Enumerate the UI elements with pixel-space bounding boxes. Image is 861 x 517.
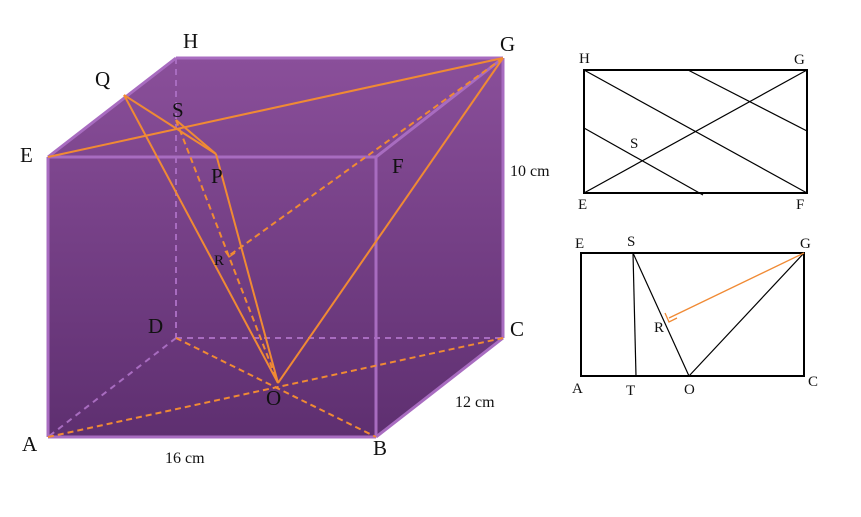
point-label-O: O [266,386,281,410]
edge-FG [375,56,504,159]
diag-EG [583,69,808,194]
section-label-R: R [654,320,664,336]
line-EG [47,57,504,158]
point-label-R: R [214,253,224,269]
section-label-E: E [575,236,584,252]
line-GR [229,57,504,256]
top-face-rect [583,69,808,194]
prism-body [48,58,503,437]
line-QO [123,94,279,384]
point-label-Q: Q [95,67,110,91]
vertex-label-F: F [392,154,404,178]
edge-AD [47,337,177,438]
line-SP [175,119,217,155]
line-DB [175,337,377,438]
section-rect [580,252,805,377]
prism-hidden-edges [47,58,503,438]
vertex-label-E: E [20,143,33,167]
line-left-bottom [583,127,704,196]
vertex-label-A: A [22,432,38,456]
line-QP [123,94,217,155]
section-view: E S G R A T O C [572,234,818,399]
edge-BC [375,336,504,439]
line-SO [632,252,690,377]
line-GO [688,252,805,377]
section-label-A: A [572,381,583,397]
edge-EH [47,56,177,159]
section-label-S: S [627,234,635,250]
prism: A B C D E F G H O P Q R S 16 cm 12 cm 10… [20,29,550,467]
dimension-height: 10 cm [510,163,550,180]
point-label-P: P [211,164,223,188]
top-view-label-S: S [630,136,638,152]
section-label-C: C [808,374,818,390]
top-view-label-F: F [796,197,804,213]
line-GO [277,57,504,384]
construction-lines [47,57,504,384]
vertex-label-C: C [510,317,524,341]
line-ST [632,252,637,377]
line-GR [668,252,805,319]
vertex-label-G: G [500,32,515,56]
section-label-T: T [626,383,635,399]
right-angle-marker-R [224,250,236,258]
prism-visible-edges [46,56,505,439]
top-face-view: H G E F S [578,51,808,213]
line-top-right [687,69,808,132]
line-SO [175,119,279,384]
vertex-label-H: H [183,29,198,53]
construction-hidden-lines [47,57,504,438]
point-label-S: S [172,98,184,122]
section-label-G: G [800,236,811,252]
line-PO [215,153,279,384]
top-view-label-E: E [578,197,587,213]
vertex-label-B: B [373,436,387,460]
right-angle-marker [664,312,678,323]
vertex-label-D: D [148,314,163,338]
top-view-label-H: H [579,51,590,67]
dimension-length: 16 cm [165,450,205,467]
dimension-width: 12 cm [455,394,495,411]
section-label-O: O [684,382,695,398]
top-view-label-G: G [794,52,805,68]
